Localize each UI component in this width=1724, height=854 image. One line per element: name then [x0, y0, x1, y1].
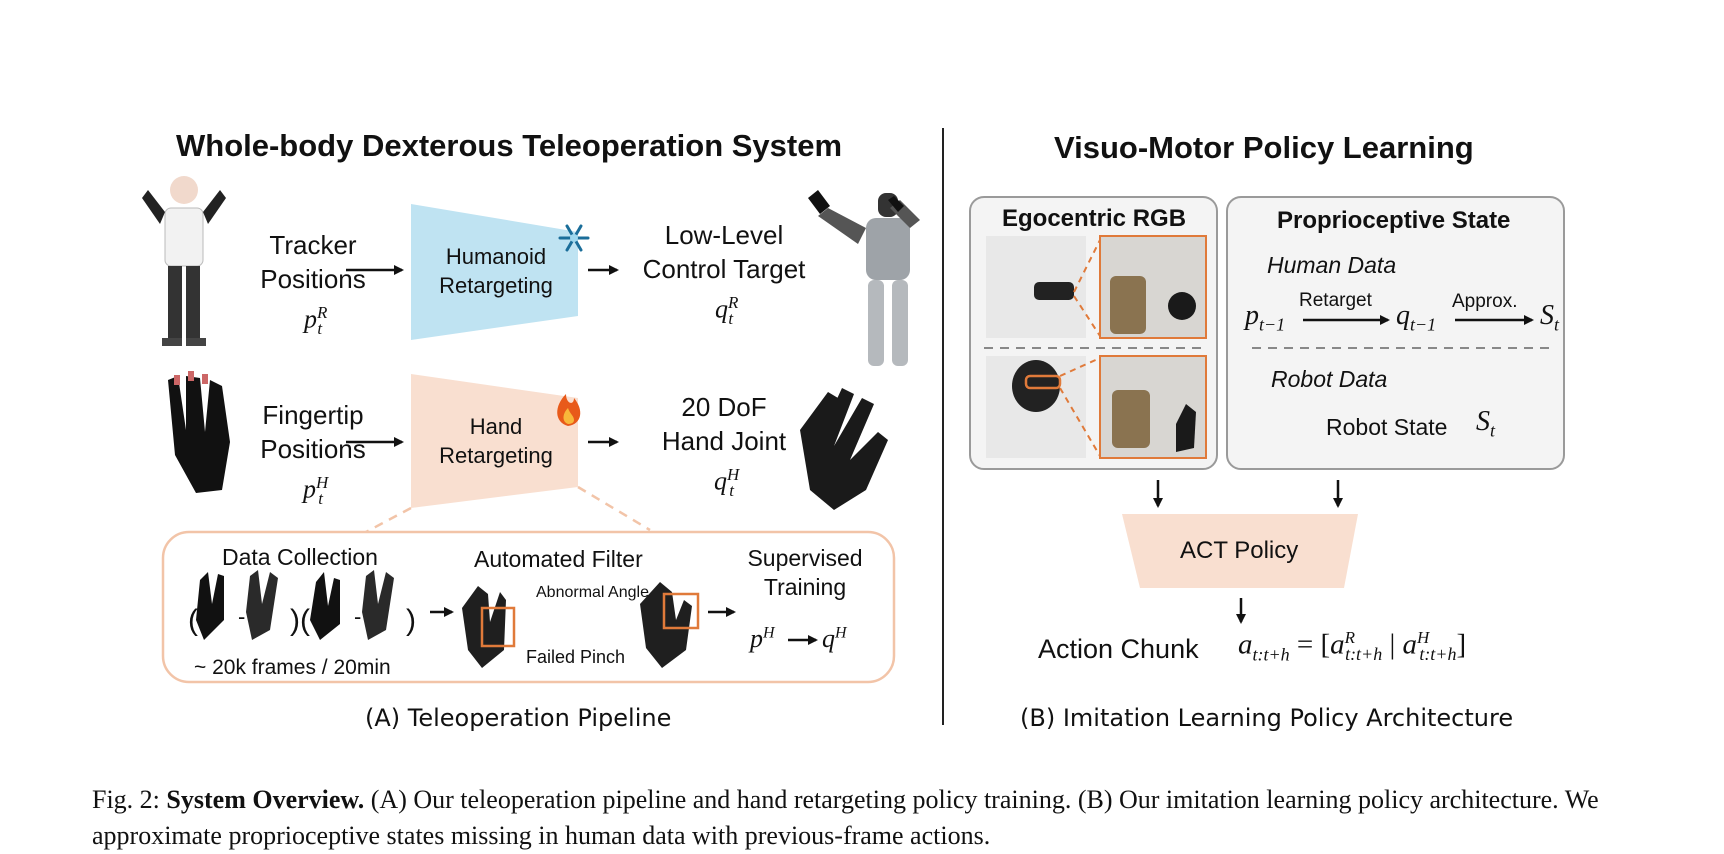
- robot-state-label: Robot State: [1326, 414, 1448, 440]
- action-chunk-equation: at:t+h = [aRt:t+h | aHt:t+h]: [1238, 628, 1467, 665]
- zoom-connector-right: [577, 485, 651, 532]
- subcaption-b: (B) Imitation Learning Policy Architectu…: [1020, 704, 1514, 732]
- teleop-section-title: Whole-body Dexterous Teleoperation Syste…: [176, 128, 843, 163]
- filter-glove-failed-pinch: [462, 586, 516, 668]
- hand-retargeting-label: Hand Retargeting: [439, 414, 553, 468]
- fire-icon: [557, 394, 581, 426]
- proprio-panel: [1226, 196, 1565, 470]
- tracker-positions-label: Tracker Positions pRt: [260, 230, 366, 338]
- caption-bold: System Overview.: [166, 785, 365, 814]
- retarget-label: Retarget: [1299, 290, 1372, 311]
- paren-close-2: ): [406, 604, 416, 637]
- state-symbol-human: St: [1540, 300, 1560, 335]
- robot-data-label: Robot Data: [1271, 366, 1388, 392]
- hand-joint-label: 20 DoF Hand Joint qHt: [661, 392, 787, 500]
- human-operator-image: [142, 176, 226, 346]
- paren-open-1: (: [188, 604, 198, 637]
- train-q-symbol: qH: [822, 624, 847, 653]
- data-collection-label: Data Collection: [222, 544, 378, 570]
- approx-label: Approx.: [1452, 291, 1518, 312]
- robot-hand-image: [800, 388, 888, 510]
- control-target-label: Low-Level Control Target qRt: [642, 220, 806, 328]
- dash-1: -: [238, 604, 246, 629]
- failed-pinch-box: [480, 606, 516, 648]
- failed-pinch-label: Failed Pinch: [526, 647, 626, 667]
- caption-text: (A) Our teleoperation pipeline and hand …: [92, 785, 1599, 850]
- gloved-hand-image: [168, 371, 230, 493]
- filter-glove-abnormal-angle: [640, 582, 700, 668]
- humanoid-retargeting-label: Humanoid Retargeting: [439, 244, 553, 298]
- p-prev-symbol: pt−1: [1245, 300, 1286, 335]
- egocentric-robot-view: [986, 355, 1207, 459]
- snowflake-icon: [558, 224, 590, 252]
- egocentric-rgb-title: Egocentric RGB: [1002, 205, 1187, 232]
- action-chunk-label: Action Chunk: [1038, 634, 1199, 664]
- act-policy-module: [1122, 514, 1358, 588]
- data-collection-gloves: [196, 570, 394, 640]
- subcaption-a: (A) Teleoperation Pipeline: [365, 704, 672, 732]
- policy-section-title: Visuo-Motor Policy Learning: [1054, 130, 1474, 165]
- caption-prefix: Fig. 2:: [92, 785, 160, 814]
- human-data-label: Human Data: [1267, 252, 1397, 278]
- zoom-connector-left: [365, 506, 412, 534]
- egocentric-human-view: [986, 235, 1207, 339]
- humanoid-robot-image: [808, 190, 920, 366]
- proprioceptive-state-title: Proprioceptive State: [1277, 207, 1511, 234]
- train-p-symbol: pH: [750, 624, 775, 653]
- hand-retargeting-module: [411, 374, 578, 508]
- automated-filter-label: Automated Filter: [474, 546, 643, 572]
- supervised-training-label: Supervised Training: [747, 545, 863, 600]
- paren-group-mid: )(: [290, 604, 310, 637]
- state-symbol-robot: St: [1476, 406, 1496, 441]
- figure-caption: Fig. 2: System Overview. (A) Our teleope…: [92, 782, 1652, 854]
- frames-note: ~ 20k frames / 20min: [194, 656, 391, 679]
- abnormal-angle-box: [662, 592, 700, 630]
- humanoid-retargeting-module: [411, 204, 578, 340]
- fingertip-positions-label: Fingertip Positions pHt: [260, 400, 366, 508]
- act-policy-label: ACT Policy: [1180, 537, 1299, 564]
- q-prev-symbol: qt−1: [1396, 300, 1437, 335]
- dash-2: -: [354, 604, 362, 629]
- abnormal-angle-label: Abnormal Angle: [536, 584, 649, 601]
- pipeline-box: [161, 530, 896, 684]
